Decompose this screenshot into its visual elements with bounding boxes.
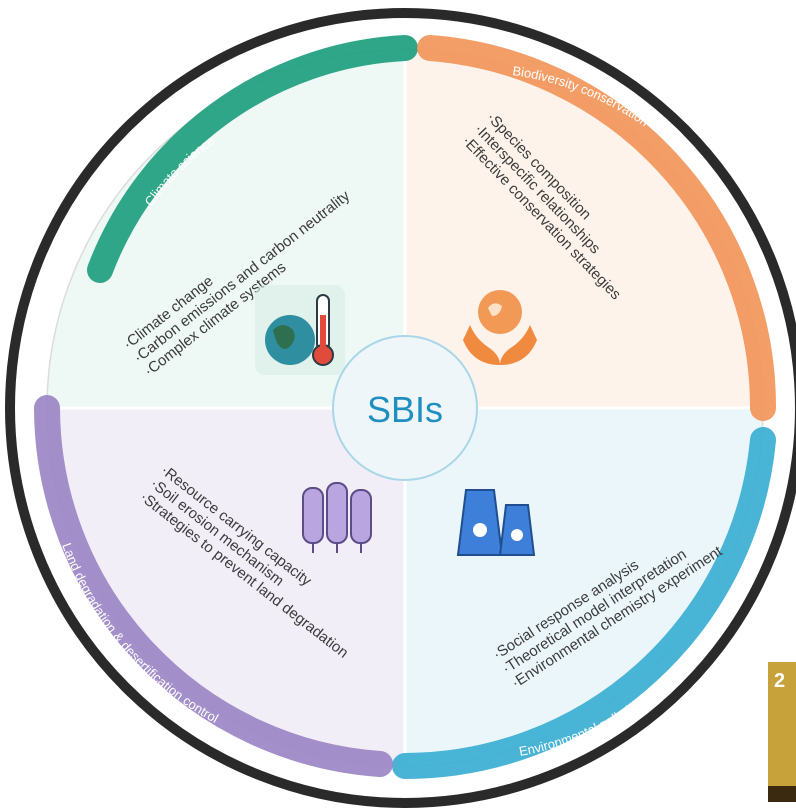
corner-badge-number: 2 bbox=[774, 670, 786, 692]
band-climate bbox=[87, 35, 418, 283]
band-land bbox=[34, 395, 393, 777]
band-pollution bbox=[392, 427, 776, 779]
corner-badge: 2 bbox=[768, 662, 796, 802]
hands-globe-icon bbox=[463, 290, 537, 365]
center-circle bbox=[332, 335, 478, 481]
band-biodiversity bbox=[417, 35, 777, 421]
corner-badge-strip bbox=[768, 786, 796, 802]
trees-icon bbox=[302, 482, 372, 553]
globe-thermometer-icon bbox=[255, 285, 345, 375]
center-label: SBIs bbox=[367, 389, 443, 430]
power-plant-icon bbox=[456, 489, 536, 556]
